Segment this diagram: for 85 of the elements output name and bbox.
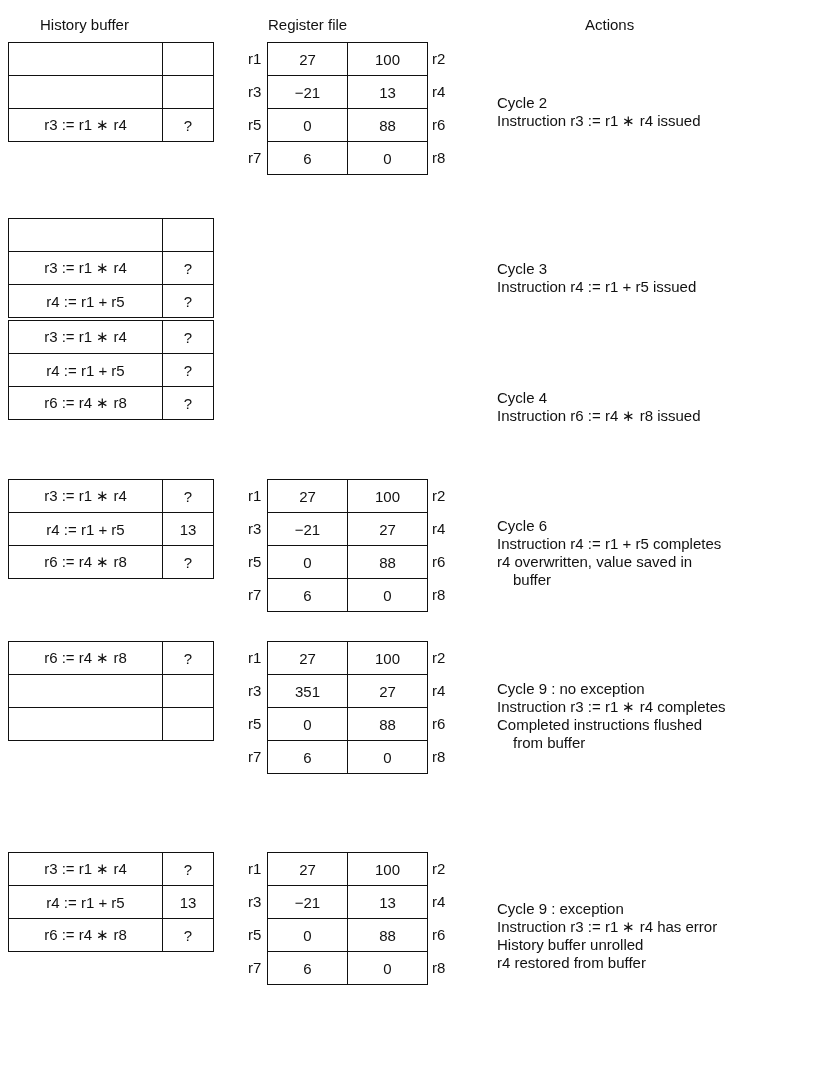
table-cell: ?	[162, 918, 214, 952]
table-cell: 100	[347, 479, 428, 513]
action-text: Cycle 9 : exception	[497, 900, 625, 918]
register-name: r6	[432, 116, 446, 133]
table-cell: 100	[347, 641, 428, 675]
register-name: r2	[432, 649, 446, 666]
table-cell: 0	[347, 740, 428, 774]
register-name: r4	[432, 520, 446, 537]
register-name: r7	[248, 149, 262, 166]
table-cell: ?	[162, 641, 214, 675]
action-text: Cycle 3	[497, 260, 549, 278]
action-text: r4 restored from buffer	[497, 954, 647, 972]
table-cell: 0	[347, 578, 428, 612]
register-name: r7	[248, 586, 262, 603]
register-name: r6	[432, 553, 446, 570]
table-cell: r6 := r4 ∗ r8	[8, 545, 163, 579]
table-cell: r4 := r1 + r5	[8, 284, 163, 318]
action-text: r4 overwritten, value saved in buffer	[497, 553, 694, 589]
register-name: r7	[248, 959, 262, 976]
register-name: r5	[248, 553, 262, 570]
table-cell: ?	[162, 386, 214, 420]
action-text: Completed instructions flushed from buffer	[497, 716, 704, 752]
column-heading: Register file	[268, 16, 348, 33]
register-name: r4	[432, 893, 446, 910]
table-cell: r3 := r1 ∗ r4	[8, 852, 163, 886]
table-cell: ?	[162, 320, 214, 354]
register-name: r3	[248, 83, 262, 100]
register-name: r3	[248, 682, 262, 699]
action-text: Instruction r6 := r4 ∗ r8 issued	[497, 407, 702, 425]
table-cell: 6	[267, 951, 348, 985]
table-cell: 27	[267, 42, 348, 76]
table-cell: 0	[347, 141, 428, 175]
table-cell: 6	[267, 578, 348, 612]
register-name: r4	[432, 83, 446, 100]
action-text: Instruction r3 := r1 ∗ r4 completes	[497, 698, 727, 716]
register-name: r5	[248, 926, 262, 943]
column-heading: History buffer	[40, 16, 129, 33]
register-name: r7	[248, 748, 262, 765]
action-text: History buffer unrolled	[497, 936, 645, 954]
register-name: r5	[248, 715, 262, 732]
register-name: r5	[248, 116, 262, 133]
table-cell: ?	[162, 284, 214, 318]
table-cell: ?	[162, 852, 214, 886]
table-cell: r3 := r1 ∗ r4	[8, 108, 163, 142]
register-name: r2	[432, 860, 446, 877]
action-text: Instruction r4 := r1 + r5 completes	[497, 535, 723, 553]
table-cell: ?	[162, 479, 214, 513]
action-text: Instruction r3 := r1 ∗ r4 issued	[497, 112, 702, 130]
action-text: Cycle 2	[497, 94, 549, 112]
register-name: r8	[432, 149, 446, 166]
table-cell: 100	[347, 42, 428, 76]
register-name: r1	[248, 50, 262, 67]
action-text: Instruction r3 := r1 ∗ r4 has error	[497, 918, 719, 936]
action-text: Instruction r4 := r1 + r5 issued	[497, 278, 698, 296]
register-name: r1	[248, 487, 262, 504]
table-cell: r6 := r4 ∗ r8	[8, 918, 163, 952]
register-name: r1	[248, 649, 262, 666]
register-name: r6	[432, 926, 446, 943]
register-name: r2	[432, 50, 446, 67]
table-cell: 27	[267, 479, 348, 513]
register-name: r8	[432, 959, 446, 976]
register-name: r3	[248, 520, 262, 537]
table-cell: 6	[267, 740, 348, 774]
table-cell: 27	[267, 852, 348, 886]
table-cell: ?	[162, 545, 214, 579]
register-name: r8	[432, 748, 446, 765]
column-heading: Actions	[585, 16, 635, 33]
register-name: r1	[248, 860, 262, 877]
register-name: r4	[432, 682, 446, 699]
table-cell: 6	[267, 141, 348, 175]
register-name: r2	[432, 487, 446, 504]
table-cell: ?	[162, 108, 214, 142]
table-cell: 0	[347, 951, 428, 985]
register-name: r3	[248, 893, 262, 910]
action-text: Cycle 9 : no exception	[497, 680, 646, 698]
table-cell: r6 := r4 ∗ r8	[8, 386, 163, 420]
table-cell: r3 := r1 ∗ r4	[8, 479, 163, 513]
action-text: Cycle 4	[497, 389, 549, 407]
register-name: r8	[432, 586, 446, 603]
table-cell: 27	[267, 641, 348, 675]
register-name: r6	[432, 715, 446, 732]
action-text: Cycle 6	[497, 517, 549, 535]
table-cell: 100	[347, 852, 428, 886]
table-cell: r3 := r1 ∗ r4	[8, 320, 163, 354]
table-cell: r6 := r4 ∗ r8	[8, 641, 163, 675]
